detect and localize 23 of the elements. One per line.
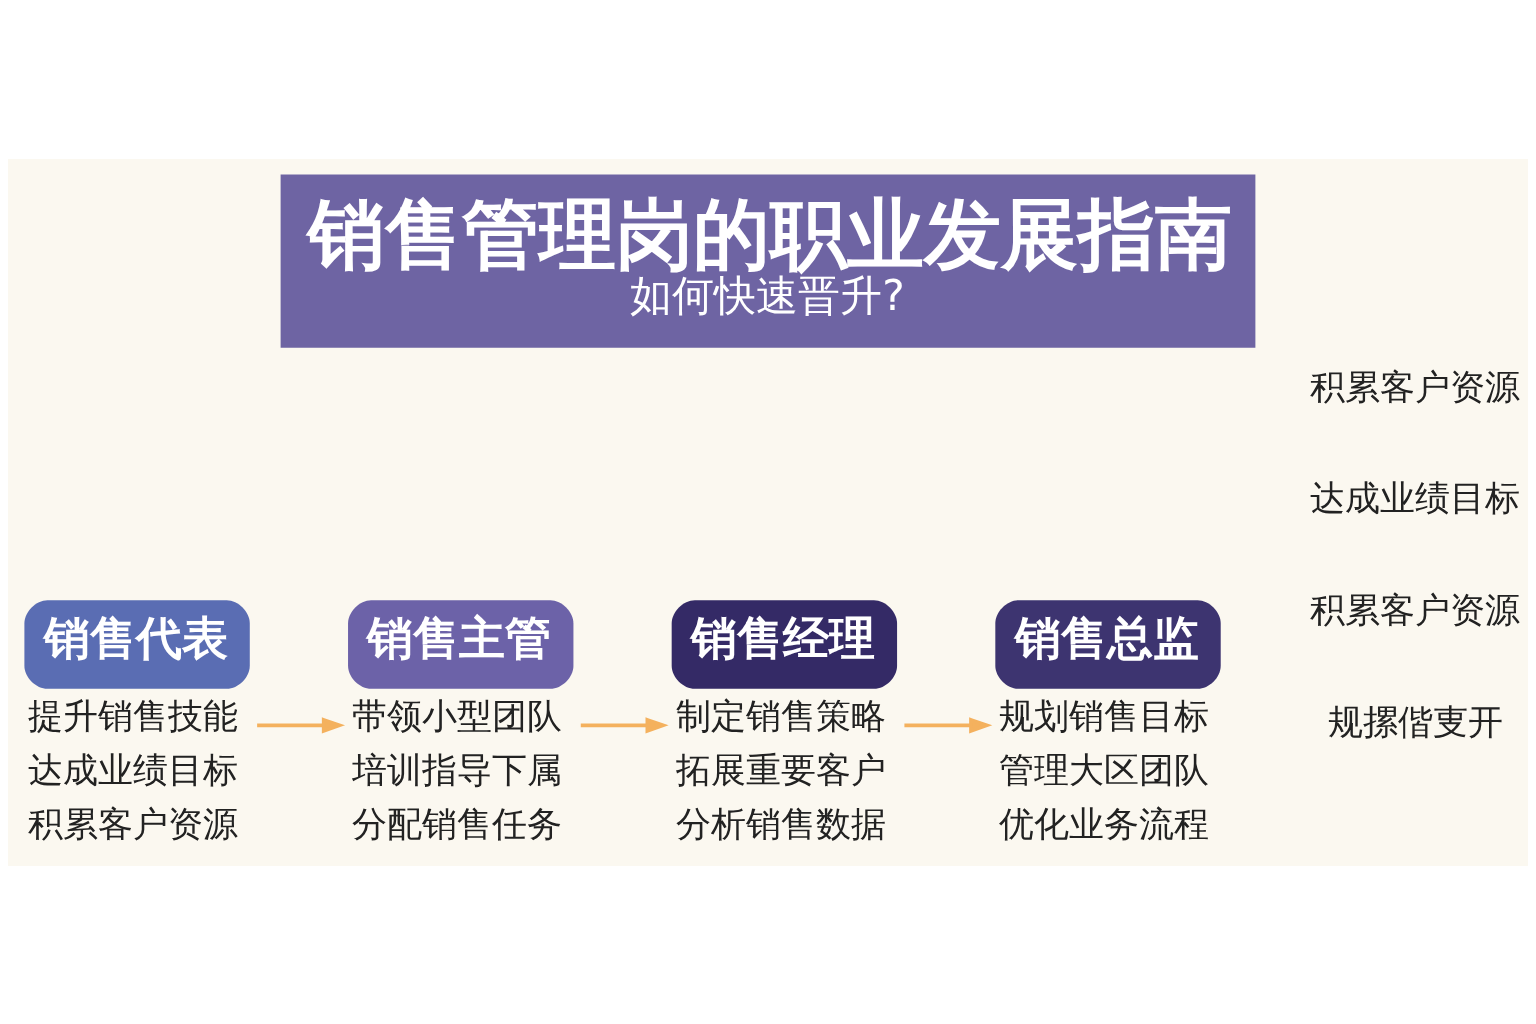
node-label: 积累客户资源: [28, 803, 239, 844]
node-label: 带领小型团队: [351, 695, 562, 736]
arrow: [904, 716, 993, 733]
node-label: 培训指导下属: [351, 749, 562, 790]
node-label: 达成业绩目标: [28, 749, 239, 790]
label: 达成业绩目标: [1310, 477, 1521, 518]
node-box: 销售经理: [671, 599, 898, 689]
node-label: 制定销售策略: [675, 695, 886, 736]
node-box: 销售总监: [995, 599, 1221, 689]
node-label: 规划销售目标: [999, 695, 1210, 736]
label: 积累客户资源: [1310, 366, 1521, 407]
node-label: 管理大区团队: [999, 749, 1210, 790]
arrow: [257, 716, 346, 733]
node-label: 拓展重要客户: [675, 749, 886, 790]
node-box: 销售代表: [24, 599, 250, 689]
node-label: 分析销售数据: [675, 803, 886, 844]
node-label: 优化业务流程: [999, 803, 1210, 844]
node-box: 销售主管: [348, 599, 574, 689]
node-label: 分配销售任务: [351, 803, 562, 844]
arrow: [580, 716, 669, 733]
node-label: 提升销售技能: [28, 695, 239, 736]
label: 积累客户资源: [1310, 589, 1521, 630]
label: 规摞偕叓开: [1327, 701, 1503, 742]
